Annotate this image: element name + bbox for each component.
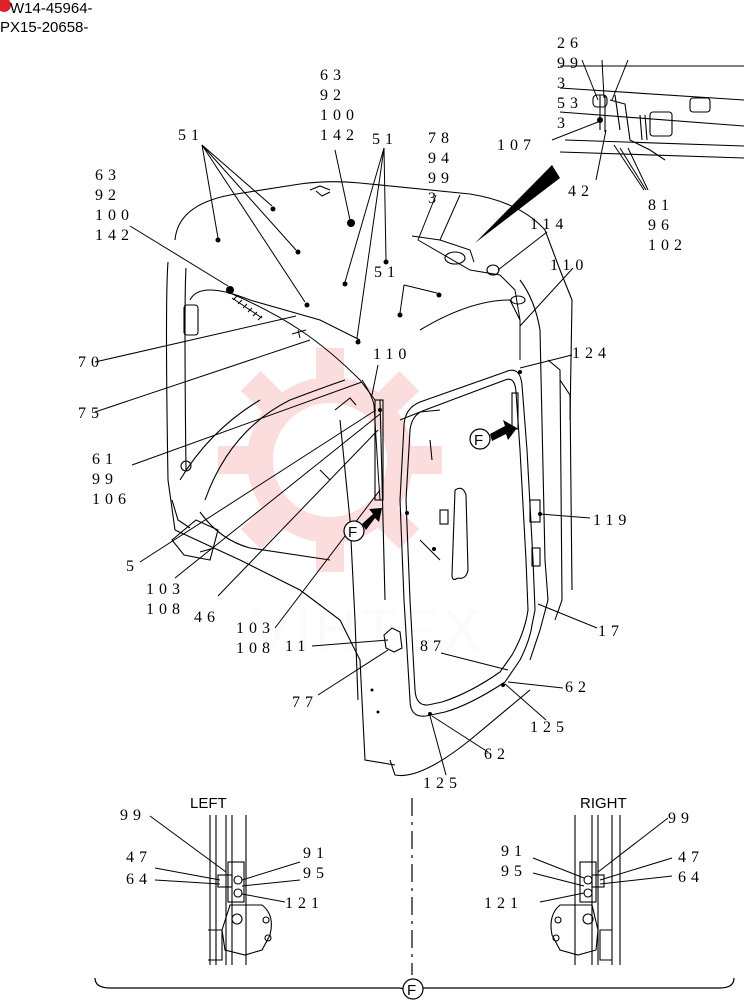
callout-9-line-1: 63 (95, 167, 121, 184)
callout-22-line-1: 103 (236, 620, 275, 637)
callout-6-line-5: 3 (557, 115, 570, 132)
detail-right-label-5: 64 (678, 869, 704, 886)
detail-labels: 99 47 64 91 95 121 99 91 95 47 64 121 (120, 807, 704, 912)
svg-text:F: F (474, 432, 483, 449)
leader-lines (94, 144, 598, 776)
callout-12-line-1: 110 (550, 257, 588, 274)
callout-1-line-2: 92 (320, 87, 346, 104)
detail-right-label-4: 47 (678, 849, 704, 866)
callout-19-line-1: 103 (146, 581, 185, 598)
callout-17-line-3: 106 (92, 491, 131, 508)
callout-4-line-3: 99 (428, 170, 454, 187)
callout-4-line-4: 3 (428, 190, 441, 207)
callout-5-line-1: 107 (497, 137, 536, 154)
callout-17-line-1: 61 (92, 451, 118, 468)
callout-19-line-2: 108 (146, 601, 185, 618)
callout-23-line-1: 11 (285, 638, 310, 655)
callout-8-line-2: 96 (648, 217, 674, 234)
callout-6-line-3: 3 (557, 75, 570, 92)
callout-1-line-4: 142 (320, 127, 359, 144)
callout-22-line-2: 108 (236, 640, 275, 657)
cab-left-bracket (183, 304, 199, 336)
callout-labels: 63 92 100 142 51 51 78 94 99 3 107 26 99 3 53 3 42 81 96 10… (78, 35, 687, 792)
callout-13-line-1: 70 (78, 354, 104, 371)
cab-structure (165, 181, 573, 777)
watermark-logo (218, 348, 442, 572)
detail-left-label-3: 64 (126, 871, 152, 888)
detail-right-drawing (550, 815, 621, 965)
svg-text:F: F (407, 982, 416, 999)
wire-harness (229, 235, 526, 653)
callout-9-line-4: 142 (95, 227, 134, 244)
detail-right-title: RIGHT (580, 795, 627, 812)
callout-6-line-4: 53 (557, 95, 583, 112)
header-badge (0, 0, 11, 12)
fasteners (215, 206, 542, 716)
callout-6-line-1: 26 (557, 35, 583, 52)
callout-17-line-2: 99 (92, 471, 118, 488)
detail-left-label-1: 99 (120, 807, 146, 824)
callout-15-line-1: 124 (572, 345, 611, 362)
detail-right-label-3: 95 (501, 863, 527, 880)
callout-9-line-3: 100 (95, 207, 134, 224)
detail-right-label-2: 91 (501, 843, 527, 860)
callout-18-line-1: 5 (126, 558, 139, 575)
callout-29-line-1: 62 (484, 746, 510, 763)
callout-1-line-3: 100 (320, 107, 359, 124)
callout-10-line-1: 114 (530, 216, 568, 233)
detail-right-label-1: 99 (668, 810, 694, 827)
callout-24-line-1: 87 (420, 638, 446, 655)
callout-8-line-1: 81 (648, 197, 674, 214)
detail-pointer-arrow (475, 165, 560, 243)
detail-left-label-2: 47 (126, 849, 152, 866)
callout-1-line-1: 63 (320, 67, 346, 84)
callout-6-line-2: 99 (557, 55, 583, 72)
watermark: VIHTEX (218, 348, 486, 663)
view-marker-f-pillar: F (343, 508, 382, 542)
detail-left-label-6: 121 (285, 895, 324, 912)
callout-9-line-2: 92 (95, 187, 121, 204)
inset-leader-lines (551, 59, 649, 191)
callout-4-line-2: 94 (428, 150, 454, 167)
callout-3-line-1: 51 (372, 131, 398, 148)
callout-11-line-1: 51 (374, 264, 400, 281)
view-marker-f-bottom: F (402, 978, 424, 1000)
callout-25-line-1: 17 (598, 623, 624, 640)
callout-27-line-1: 62 (565, 679, 591, 696)
detail-left-label-4: 91 (303, 845, 329, 862)
view-marker-f-door: F (469, 420, 517, 450)
watermark-text: VIHTEX (252, 598, 486, 663)
callout-7-line-1: 42 (568, 183, 594, 200)
detail-left-drawing (208, 815, 272, 965)
detail-inset-hinge (559, 65, 744, 161)
callout-2-line-1: 51 (178, 127, 204, 144)
detail-right-label-6: 121 (484, 895, 523, 912)
callout-16-line-1: 75 (78, 405, 104, 422)
detail-right-leaders (532, 817, 673, 903)
callout-21-line-1: 119 (593, 512, 631, 529)
callout-28-line-1: 125 (530, 719, 569, 736)
callout-8-line-3: 102 (648, 237, 687, 254)
callout-26-line-1: 77 (292, 694, 318, 711)
callout-30-line-1: 125 (423, 775, 462, 792)
callout-4-line-1: 78 (428, 130, 454, 147)
header-line-1: W14-45964- (10, 0, 93, 17)
detail-left-leaders (149, 815, 301, 903)
detail-left-title: LEFT (190, 795, 227, 812)
svg-text:F: F (348, 524, 357, 541)
callout-14-line-1: 110 (373, 346, 411, 363)
detail-left-label-5: 95 (303, 865, 329, 882)
callout-20-line-1: 46 (194, 609, 220, 626)
header-line-2: PX15-20658- (0, 19, 88, 36)
